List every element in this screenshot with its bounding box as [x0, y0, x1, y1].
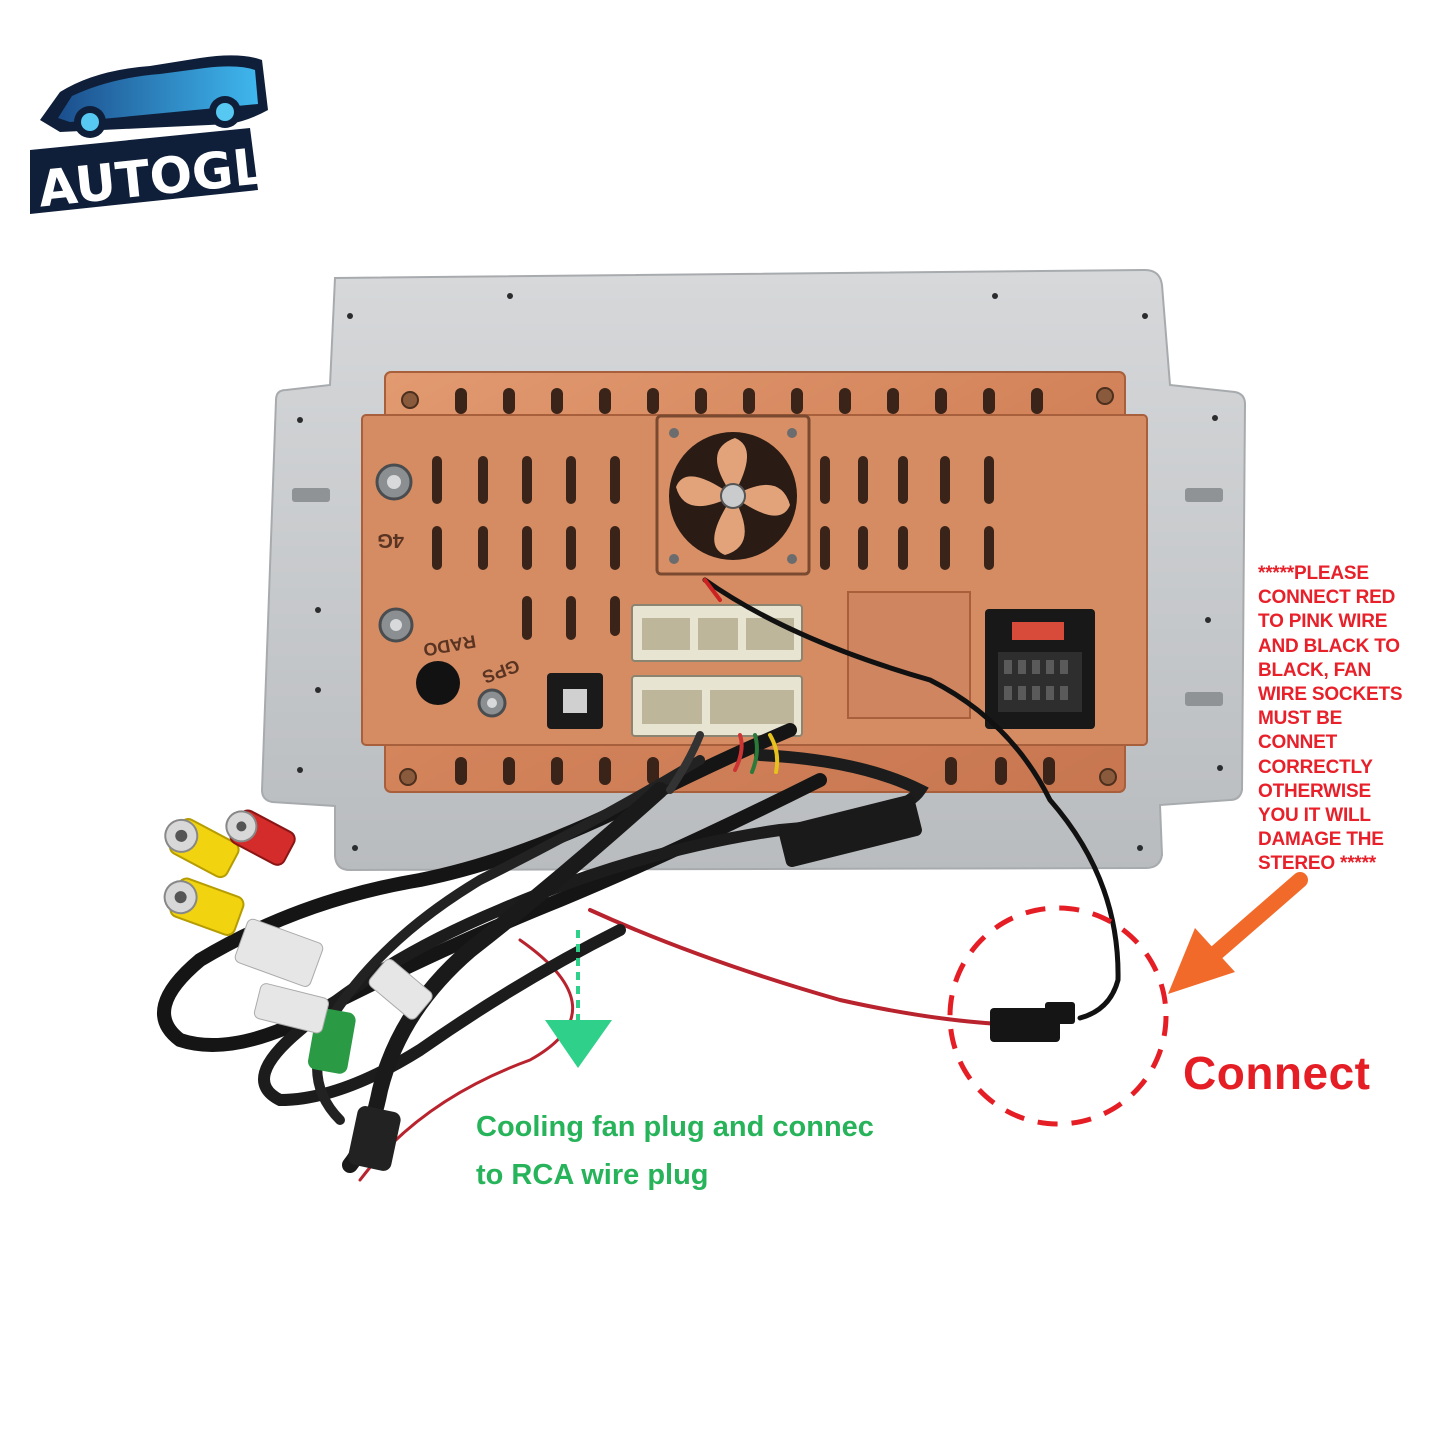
down-arrow-icon [545, 930, 612, 1068]
harness-connectors [631, 604, 803, 737]
cooling-fan-label: Cooling fan plug and connec to RCA wire … [476, 1111, 874, 1191]
warning-text: *****PLEASE CONNECT RED TO PINK WIRE AND… [1258, 563, 1403, 875]
orange-arrow-icon [1168, 872, 1308, 994]
fan-icon [655, 414, 811, 576]
iso-connector [985, 609, 1095, 729]
fan-plug-connector [990, 1008, 1060, 1042]
stereo-chassis: 4G RADO GPS [361, 371, 1148, 793]
port-4g: 4G [375, 463, 413, 551]
gps-port [416, 661, 460, 705]
rca-plugs [163, 809, 433, 1171]
port-4g-label: 4G [377, 529, 404, 551]
port-radio: RADO [378, 607, 477, 660]
dashed-circle-icon [947, 905, 1169, 1127]
autoglo-logo: AUTOGLO AUSTRALIA [30, 55, 308, 219]
connect-label: Connect [1183, 1047, 1371, 1099]
